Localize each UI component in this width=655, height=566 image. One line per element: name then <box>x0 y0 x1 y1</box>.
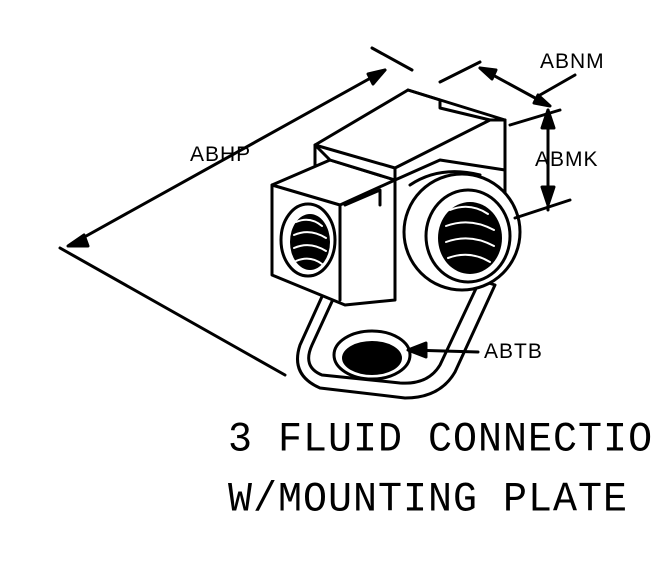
dimension-abnm <box>438 60 577 108</box>
caption-line-2: W/MOUNTING PLATE <box>228 476 629 525</box>
right-port-boss <box>402 170 522 292</box>
dimension-abhp <box>58 46 414 377</box>
label-abnm: ABNM <box>540 50 605 73</box>
caption-line-1: 3 FLUID CONNECTIONS <box>228 416 655 465</box>
mounting-hole <box>332 329 412 381</box>
label-abmk: ABMK <box>535 148 599 171</box>
left-port <box>279 202 337 278</box>
label-abhp: ABHP <box>190 143 252 166</box>
dimension-abmk <box>508 108 572 220</box>
leader-abtb <box>406 341 480 359</box>
label-abtb: ABTB <box>484 340 543 363</box>
